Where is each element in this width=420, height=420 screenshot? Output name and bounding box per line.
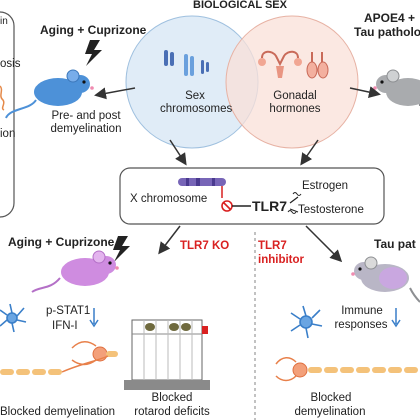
top-left-caption: Pre- and post demyelination [50, 110, 122, 135]
bottom-left-condition: Aging + Cuprizone [8, 235, 115, 249]
lightning-icon [85, 40, 102, 66]
sex-chromosomes-label: Sex chromosomes [160, 90, 233, 115]
mouse-icon [351, 256, 420, 303]
mouse-icon [373, 69, 420, 107]
estrogen-label: Estrogen [302, 180, 349, 192]
arrow-chromosomes-to-box [169, 139, 187, 166]
blocked-demyelination-left: Blocked demyelination [0, 406, 116, 418]
lightning-icon [113, 236, 130, 262]
squiggle-icon [287, 210, 297, 214]
top-right-condition-line1: APOE4 + [364, 11, 416, 25]
hormone-connector [289, 196, 299, 213]
tlr7-label: TLR7 [252, 198, 287, 214]
arrow-hormones-to-box [300, 139, 319, 166]
neuron-icon [275, 357, 418, 382]
rotarod-caption-line1: Blocked [151, 392, 193, 404]
down-arrow-icon [391, 308, 401, 328]
bottom-right-condition: Tau pat [374, 237, 416, 251]
top-right-condition-line2: Tau patholog [354, 25, 420, 39]
microglia-icon [290, 305, 323, 339]
header-title: BIOLOGICAL SEX [193, 0, 287, 11]
immune-responses-line2: responses [334, 319, 388, 331]
arrow-to-left-mouse [94, 87, 136, 100]
arrow-box-to-ko [158, 225, 181, 255]
rotarod-icon [124, 319, 210, 390]
x-chromosome-icon [178, 178, 226, 198]
left-panel-neuron-fragment [0, 85, 5, 111]
top-left-condition: Aging + Cuprizone [40, 23, 147, 37]
blocked-demyelination-right-line1: Blocked [310, 392, 352, 404]
down-arrow-icon [89, 308, 99, 328]
tlr7-ko-label: TLR7 KO [180, 240, 230, 252]
left-panel-fragment: ion [0, 128, 16, 140]
squiggle-icon [292, 192, 302, 196]
testosterone-label: Testosterone [298, 204, 364, 216]
x-chromosome-label: X chromosome [130, 193, 208, 205]
immune-responses-line1: Immune [341, 305, 383, 317]
rotarod-caption-line2: rotarod deficits [134, 406, 210, 418]
ovary-icon [258, 50, 302, 78]
ifn-i-label: IFN-I [52, 320, 78, 332]
neuron-icon [0, 341, 118, 375]
gonadal-hormones-label: Gonadal hormones [269, 90, 321, 115]
arrow-box-to-inhibitor [305, 225, 343, 263]
gonadal-hormones-circle [225, 15, 359, 149]
arrow-to-right-mouse [349, 86, 381, 98]
mouse-icon [31, 250, 119, 293]
mouse-icon [5, 69, 94, 119]
left-panel-frame [0, 11, 15, 218]
blocked-demyelination-right-line2: demyelination [294, 406, 366, 418]
tlr7-inhibitor-line2: inhibitor [258, 254, 304, 266]
testis-icon [306, 52, 329, 79]
left-panel-fragment: osis [0, 58, 21, 70]
left-panel-fragment: in [0, 16, 8, 27]
microglia-icon [0, 303, 27, 333]
tlr7-inhibitor-line1: TLR7 [258, 240, 287, 252]
chromosome-icon [164, 50, 209, 76]
p-stat1-label: p-STAT1 [46, 305, 91, 317]
